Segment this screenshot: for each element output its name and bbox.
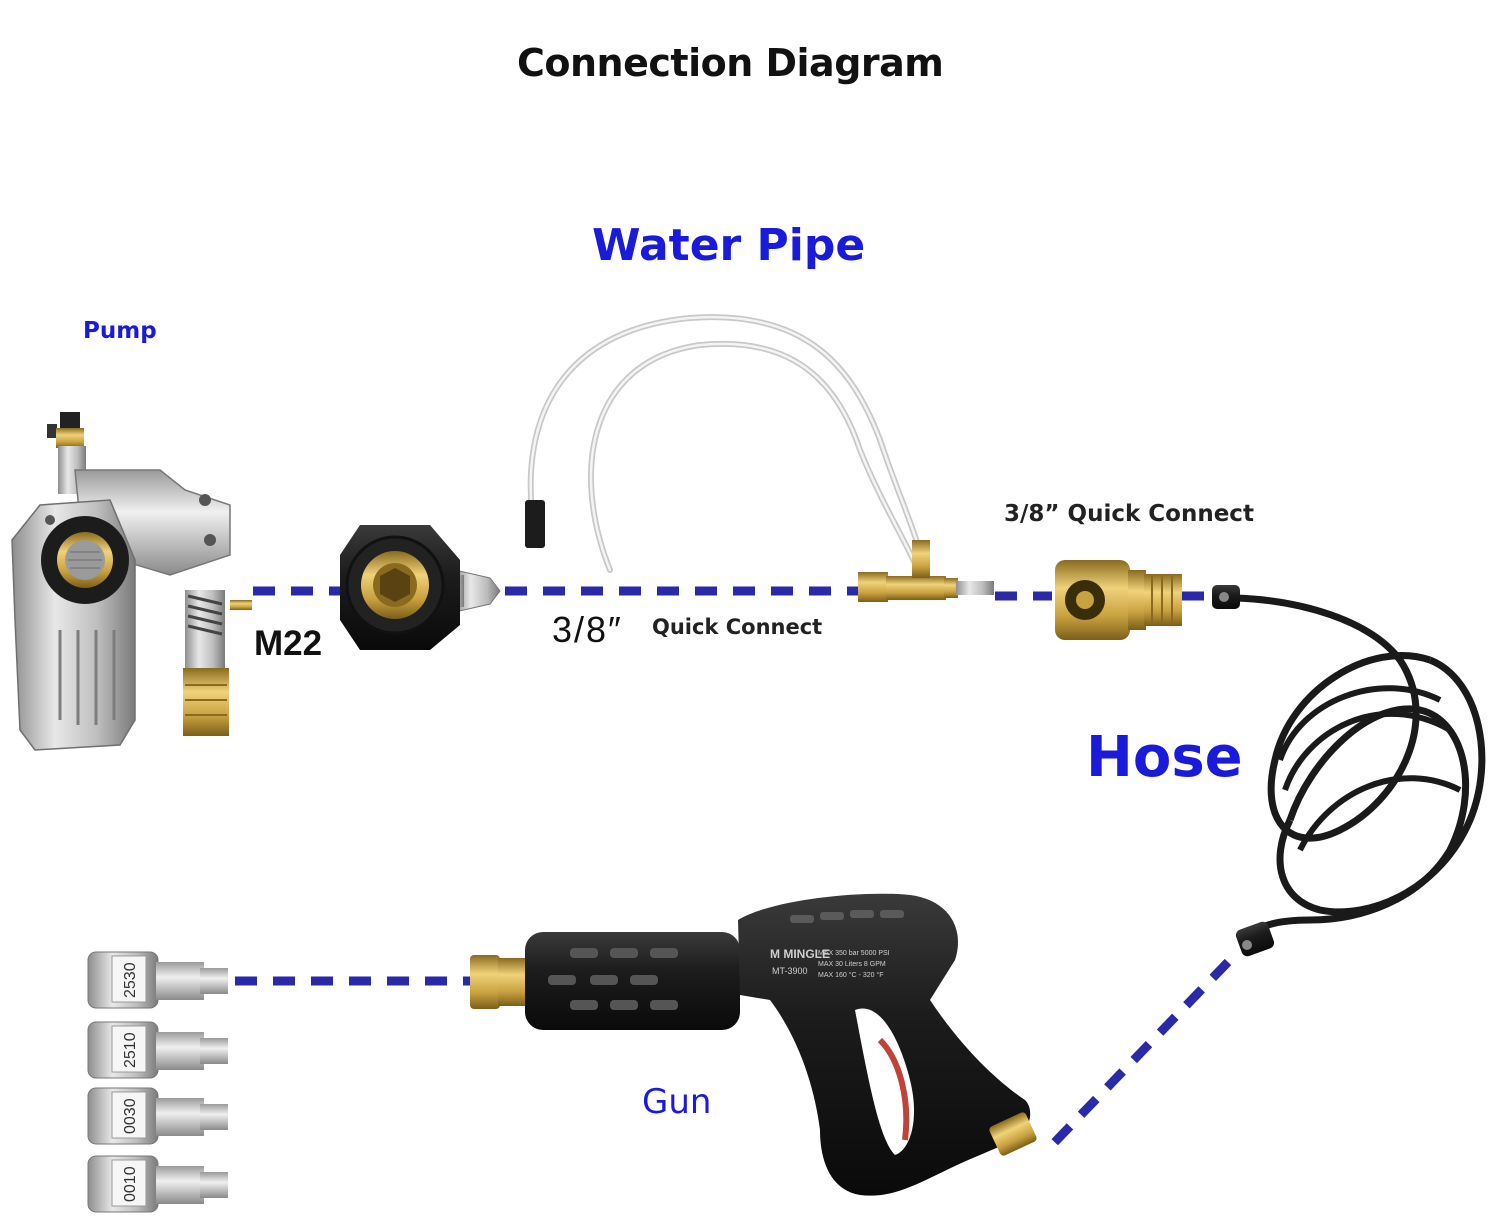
hose-end-fittings: [1212, 585, 1275, 957]
nozzle-2530: 2530: [87, 951, 228, 1009]
nozzle-0030: 0030: [87, 1087, 228, 1145]
gun-model-text: MT-3900: [772, 966, 808, 976]
gun-label: Gun: [642, 1082, 712, 1122]
gun-spec-3-text: MAX 160 °C - 320 °F: [818, 971, 884, 979]
quick-connect-coupler-illustration: [1055, 560, 1182, 640]
hose-label: Hose: [1086, 725, 1243, 790]
pump-label: Pump: [83, 318, 157, 344]
water-pipe-label: Water Pipe: [592, 220, 866, 271]
gun-spec-2-text: MAX 30 Liters 8 GPM: [818, 961, 886, 968]
nozzle-label-0030: 0030: [122, 1098, 139, 1134]
gun-brand-text: M MINGLE: [770, 947, 830, 961]
tee-fitting-illustration: [858, 540, 994, 602]
nozzle-0010: 0010: [87, 1155, 228, 1213]
quick-connect-mid-label: Quick Connect: [652, 615, 823, 639]
size-label: 3/8″: [552, 609, 623, 650]
m22-label: M22: [254, 624, 323, 663]
quick-connect-top-label: 3/8” Quick Connect: [1004, 501, 1254, 527]
nozzle-label-0010: 0010: [122, 1166, 139, 1202]
line-hose-to-gun: [1048, 958, 1232, 1149]
diagram-title: Connection Diagram: [517, 41, 944, 85]
nozzle-2510: 2510: [87, 1021, 228, 1079]
nozzle-label-2510: 2510: [122, 1032, 139, 1068]
pump-illustration: [11, 412, 252, 751]
nozzle-set-illustration: 2530 2510 0030 0010: [87, 951, 228, 1213]
gun-spec-1-text: MAX 350 bar 5000 PSI: [818, 950, 890, 957]
water-pipe-illustration: [525, 314, 928, 578]
m22-adapter-illustration: [340, 525, 501, 650]
dashed-connection-lines: [235, 586, 1232, 1149]
nozzle-label-2530: 2530: [122, 962, 139, 998]
hose-illustration: [1234, 594, 1486, 938]
gun-illustration: M MINGLE MT-3900 MAX 350 bar 5000 PSI MA…: [470, 893, 1037, 1196]
